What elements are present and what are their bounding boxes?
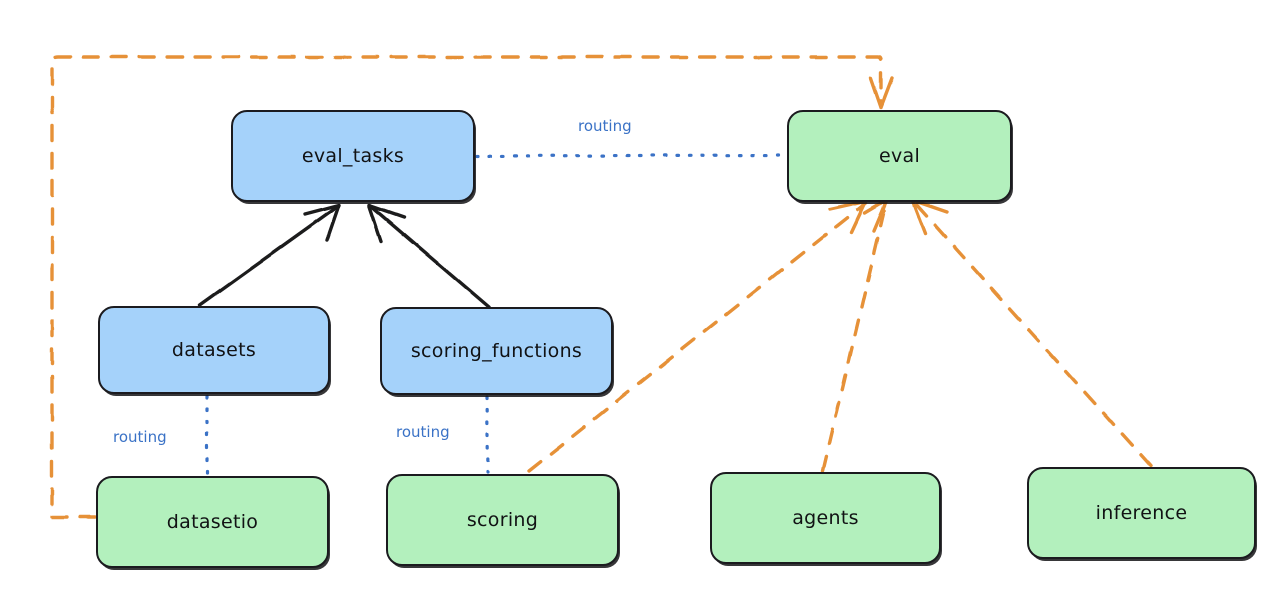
arrowhead-scoring-functions-to-eval-tasks <box>367 203 406 243</box>
node-eval-tasks[interactable]: eval_tasks <box>231 110 475 202</box>
node-inference[interactable]: inference <box>1027 467 1256 559</box>
edge-routing-scoring-functions-scoring <box>485 395 490 474</box>
edge-label-routing-datasets-datasetio: routing <box>113 428 167 446</box>
arrowhead-scoring-to-eval <box>828 199 868 235</box>
node-scoring-functions[interactable]: scoring_functions <box>380 307 613 395</box>
node-label: scoring <box>466 509 539 531</box>
node-label: eval_tasks <box>301 145 405 167</box>
edge-scoring-to-eval <box>527 201 868 473</box>
edge-label-routing-eval-tasks-eval: routing <box>578 117 632 135</box>
node-eval[interactable]: eval <box>787 110 1012 202</box>
node-label: datasets <box>171 339 257 361</box>
edge-routing-eval-tasks-eval <box>475 153 787 158</box>
edge-inference-to-eval <box>912 200 1153 468</box>
edge-datasetio-to-eval <box>50 55 883 519</box>
node-datasetio[interactable]: datasetio <box>96 476 329 568</box>
arrowhead-datasets-to-eval-tasks <box>303 203 341 242</box>
edge-agents-to-eval <box>821 201 888 473</box>
node-label: inference <box>1095 502 1188 524</box>
node-label: scoring_functions <box>410 340 583 362</box>
arrowhead-datasetio-to-eval <box>869 76 894 109</box>
node-label: eval <box>878 145 921 167</box>
edge-label-routing-scoring-functions-scoring: routing <box>396 423 450 441</box>
edge-scoring-functions-to-eval-tasks <box>369 204 491 309</box>
node-label: datasetio <box>166 511 259 533</box>
node-agents[interactable]: agents <box>710 472 941 564</box>
arrowhead-agents-to-eval <box>863 198 889 233</box>
node-datasets[interactable]: datasets <box>98 306 330 394</box>
arrowhead-inference-to-eval <box>910 198 949 236</box>
edge-datasets-to-eval-tasks <box>198 204 340 307</box>
node-scoring[interactable]: scoring <box>386 474 619 566</box>
node-label: agents <box>792 507 859 529</box>
